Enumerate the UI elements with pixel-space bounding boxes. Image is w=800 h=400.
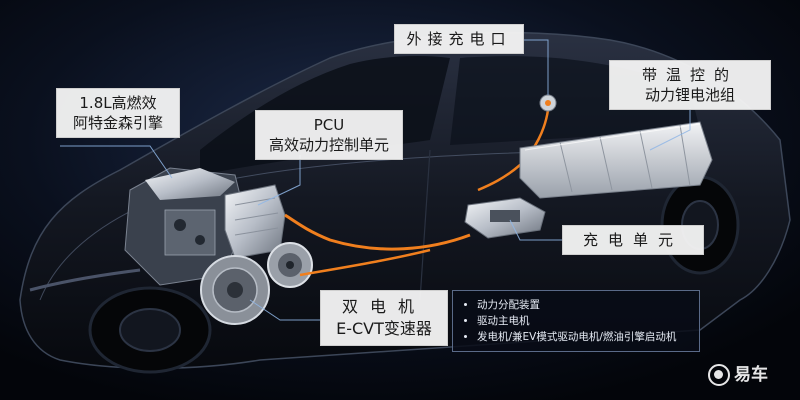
watermark-text: 易车 bbox=[734, 365, 768, 385]
label-engine-line2: 阿特金森引擎 bbox=[72, 114, 163, 132]
ecvt-transmission bbox=[200, 242, 313, 325]
door-line bbox=[419, 149, 431, 301]
charging-port bbox=[539, 94, 557, 112]
headlight bbox=[29, 268, 141, 292]
leader-lines bbox=[60, 39, 691, 321]
label-engine-line1: 1.8L高燃效 bbox=[79, 94, 157, 112]
hv-cable bbox=[284, 213, 471, 251]
label-battery-line2: 动力锂电池组 bbox=[644, 86, 735, 104]
ecvt-feature-list: 动力分配装置 驱动主电机 发电机/兼EV模式驱动电机/燃油引擎启动机 bbox=[452, 290, 700, 352]
label-engine: 1.8L高燃效 阿特金森引擎 bbox=[56, 88, 180, 138]
label-battery: 带温控的 动力锂电池组 bbox=[609, 60, 771, 110]
ecvt-feature-item: 驱动主电机 bbox=[477, 313, 693, 329]
front-wheel bbox=[88, 286, 212, 374]
label-ecvt: 双电机 E-CVT变速器 bbox=[320, 290, 448, 346]
label-charging-unit: 充电单元 bbox=[562, 225, 704, 255]
label-charging-port: 外接充电口 bbox=[394, 24, 524, 54]
ecvt-feature-item: 动力分配装置 bbox=[477, 297, 693, 313]
label-ecvt-line2: E-CVT变速器 bbox=[336, 319, 432, 338]
leader-engine bbox=[60, 145, 173, 179]
label-ecvt-line1: 双电机 bbox=[341, 297, 426, 316]
leader-charging bbox=[509, 219, 562, 241]
leader-port bbox=[524, 39, 549, 95]
label-pcu-line1: PCU bbox=[313, 116, 345, 134]
leader-pcu bbox=[257, 155, 301, 206]
leader-ecvt bbox=[249, 299, 320, 321]
leader-battery bbox=[649, 108, 691, 151]
battery-pack bbox=[519, 121, 713, 199]
label-pcu: PCU 高效动力控制单元 bbox=[255, 110, 403, 160]
label-pcu-line2: 高效动力控制单元 bbox=[268, 136, 389, 154]
charging-unit bbox=[464, 197, 546, 239]
engine-block bbox=[124, 167, 246, 286]
label-battery-line1: 带温控的 bbox=[641, 66, 738, 84]
ecvt-feature-item: 发电机/兼EV模式驱动电机/燃油引擎启动机 bbox=[477, 329, 693, 345]
pcu-unit bbox=[224, 184, 286, 259]
hv-cable-2 bbox=[299, 248, 431, 277]
watermark-logo: 易车 bbox=[708, 360, 768, 390]
logo-icon bbox=[708, 364, 730, 386]
